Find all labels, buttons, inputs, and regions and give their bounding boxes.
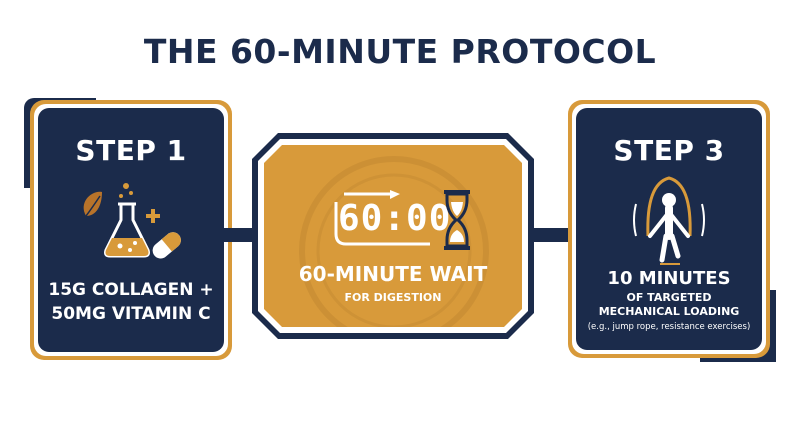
step1-line1: 15G COLLAGEN + <box>48 280 214 300</box>
step3-line3: MECHANICAL LOADING <box>598 305 740 318</box>
step1-title: STEP 1 <box>75 134 187 167</box>
step1-line2: 50MG VITAMIN C <box>51 304 211 324</box>
step3-line2: OF TARGETED <box>626 291 712 304</box>
hourglass-icon <box>444 190 470 250</box>
wait-subtitle: FOR DIGESTION <box>344 291 442 304</box>
step3-card: STEP 3 10 MINUTES OF TARGETED MECHANICAL… <box>576 108 762 350</box>
timer-display: 60:00 <box>338 198 452 239</box>
flask-pill-icon <box>83 183 181 259</box>
wait-title: 60-MINUTE WAIT <box>298 262 488 286</box>
wait-card <box>264 145 522 327</box>
jump-rope-icon <box>633 176 705 265</box>
step1-card: STEP 1 15G COLLAGEN + 50MG VITAMIN C <box>38 108 224 352</box>
connector-2 <box>534 228 574 242</box>
clock-watermark-icon <box>299 156 489 327</box>
step3-line1: 10 MINUTES <box>607 268 731 289</box>
step3-title: STEP 3 <box>613 134 725 167</box>
timer-icon <box>334 190 430 246</box>
step3-example: (e.g., jump rope, resistance exercises) <box>587 322 751 332</box>
page-title: THE 60-MINUTE PROTOCOL <box>143 32 657 71</box>
